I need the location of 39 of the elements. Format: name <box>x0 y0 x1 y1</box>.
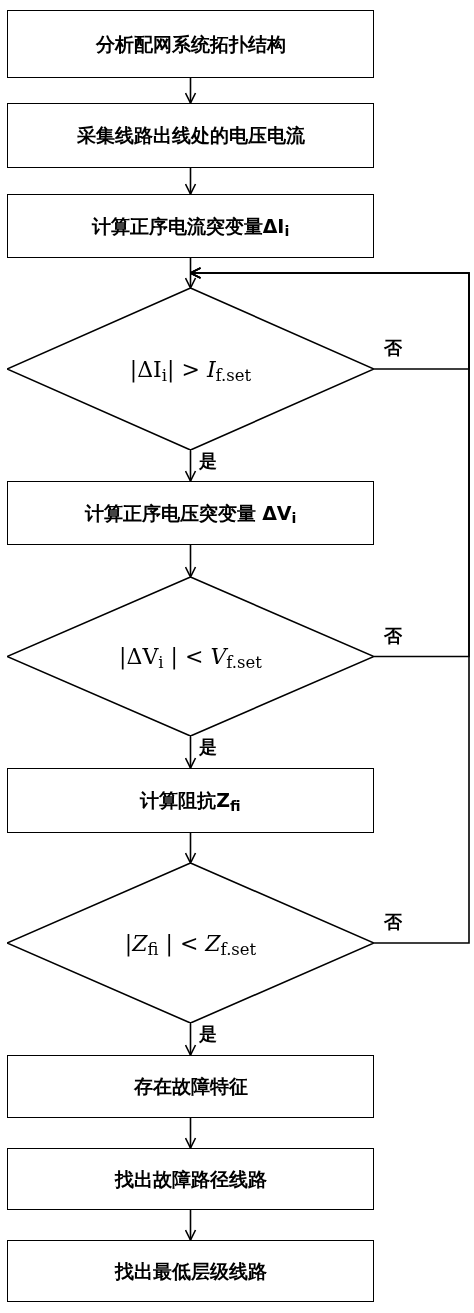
feedback-arrow <box>189 267 470 944</box>
arrow <box>184 449 197 482</box>
edge-label: 否 <box>384 626 402 645</box>
edge-label: 是 <box>198 738 217 756</box>
process-box <box>7 10 374 78</box>
decision-diamond <box>7 863 374 1023</box>
step-text: 计算正序电压突变量 ΔV$_{i}$ <box>84 500 297 528</box>
step-text: 计算正序电流突变量ΔI$_{i}$ <box>91 213 290 241</box>
decision-diamond <box>7 577 374 736</box>
step-text: 分析配网系统拓扑结构 <box>95 31 286 57</box>
edge-label: 是 <box>198 452 217 470</box>
edge-label: 否 <box>384 339 402 357</box>
process-box <box>7 481 374 545</box>
step-text: 存在故障特征 <box>133 1074 248 1100</box>
arrow <box>184 1022 197 1056</box>
arrow <box>184 1117 197 1149</box>
process-box <box>7 194 374 258</box>
arrow <box>184 1209 197 1241</box>
condition-text: |ΔI$_{i}$| > I$_{f.set}$ <box>129 355 252 386</box>
arrow <box>184 257 197 289</box>
step-text: 计算阻抗Z$_{fi}$ <box>140 788 241 815</box>
step-text: 找出最低层级线路 <box>114 1258 267 1284</box>
process-box <box>7 1055 374 1118</box>
process-box <box>7 1240 374 1302</box>
edge-label: 否 <box>384 913 402 931</box>
arrow <box>184 544 197 578</box>
condition-text: |ΔV$_{i}$ | < V$_{f.set}$ <box>119 643 262 673</box>
process-box <box>7 1148 374 1210</box>
arrow <box>184 167 197 195</box>
condition-text: |Z$_{fi}$ | < Z$_{f.set}$ <box>124 929 257 960</box>
decision-diamond <box>7 288 374 450</box>
edge-label: 是 <box>198 1025 217 1043</box>
arrow <box>184 77 197 104</box>
arrow <box>184 832 197 864</box>
step-text: 采集线路出线处的电压电流 <box>76 123 305 149</box>
step-text: 找出故障路径线路 <box>114 1166 267 1192</box>
process-box <box>7 768 374 833</box>
process-box <box>7 103 374 168</box>
arrow <box>184 735 197 769</box>
